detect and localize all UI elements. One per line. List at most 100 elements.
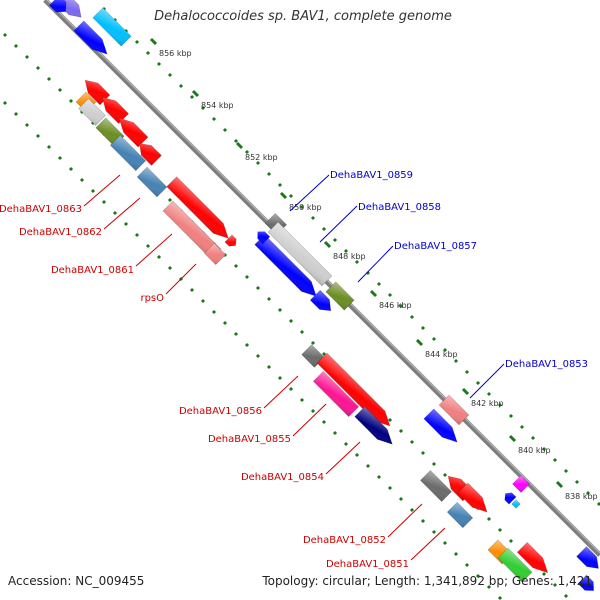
tick-dot [420, 325, 426, 331]
gene-rev-salmon-small[interactable] [203, 242, 227, 266]
gene-label-0859-leader [289, 174, 330, 212]
gene-fwd-lightgray-shading [268, 222, 332, 286]
gene-label-0851[interactable]: DehaBAV1_0851 [326, 559, 409, 570]
gene-top-blue-small[interactable] [48, 0, 70, 17]
gene-rev-steelblue[interactable] [109, 134, 147, 172]
tick-dot [398, 303, 404, 309]
tick-dot [453, 551, 459, 557]
tick-dot [530, 435, 536, 441]
gene-low-red-2-shading [458, 483, 488, 513]
tick-dot [442, 540, 448, 546]
gene-bottom-green[interactable] [497, 547, 533, 583]
kbp-tick-label: 852 kbp [245, 153, 278, 162]
gene-top-cyan[interactable] [92, 7, 132, 47]
gene-rev-red-long[interactable] [166, 176, 233, 243]
gene-label-rpso[interactable]: rpsO [140, 293, 164, 304]
gene-top-blue-shading [73, 20, 108, 55]
gene-label-0861-leader [135, 233, 173, 267]
tick-dot [13, 43, 19, 49]
gene-label-0857[interactable]: DehaBAV1_0857 [394, 241, 477, 252]
gene-small-magenta[interactable] [512, 475, 530, 493]
gene-mid-navy[interactable] [354, 406, 397, 449]
tick-dot [57, 87, 63, 93]
gene-small-blue[interactable] [502, 490, 517, 505]
gene-rpso[interactable] [224, 234, 239, 249]
tick-dot [475, 380, 481, 386]
tick-dot [101, 6, 107, 12]
gene-bottom-red[interactable] [516, 541, 552, 577]
topology-value: circular [322, 574, 367, 588]
gene-fwd-blue-tiny[interactable] [254, 228, 271, 245]
tick-dot [409, 439, 415, 445]
gene-right-blue[interactable] [423, 408, 462, 447]
gene-label-0852[interactable]: DehaBAV1_0852 [303, 535, 386, 546]
gene-label-0859[interactable]: DehaBAV1_0859 [330, 170, 413, 181]
gene-rev-gray[interactable] [78, 98, 106, 126]
tick-dot [233, 331, 239, 337]
tick-dot [376, 474, 382, 480]
gene-top-blue[interactable] [73, 20, 112, 59]
gene-low-steelblue[interactable] [446, 501, 474, 529]
gene-mid-pink[interactable] [312, 370, 360, 418]
gene-label-0858-leader [319, 205, 358, 243]
gene-mid-pink-shading [313, 371, 359, 417]
tick-dot [574, 479, 580, 485]
gene-fwd-olive[interactable] [325, 281, 355, 311]
gene-fwd-blue-long-shading [254, 234, 317, 297]
gene-rev-red-4-shading [139, 143, 162, 166]
gene-rev-red-4[interactable] [135, 139, 162, 166]
accession-value: NC_009455 [75, 574, 145, 588]
tick-dot [156, 254, 162, 260]
tick-dot [189, 94, 195, 100]
gene-fwd-blue-short[interactable] [309, 289, 335, 315]
tick-dot [79, 109, 85, 115]
gene-bottom-blue-2[interactable] [577, 574, 598, 595]
gene-label-0863[interactable]: DehaBAV1_0863 [0, 204, 82, 215]
gene-label-0855-leader [292, 403, 327, 437]
gene-bottom-red-shading [517, 542, 548, 573]
label-leader-lines [83, 174, 505, 561]
tick-dot [112, 17, 118, 23]
gene-low-gray[interactable] [420, 470, 452, 502]
tick-dot [167, 72, 173, 78]
tick-dot [299, 204, 305, 210]
gene-top-cyan-shading [92, 7, 132, 47]
tick-dot [453, 358, 459, 364]
gene-label-0861[interactable]: DehaBAV1_0861 [51, 265, 134, 276]
gene-low-red-2[interactable] [457, 482, 492, 517]
gene-rev-red-3[interactable] [114, 113, 149, 148]
tick-dot [541, 446, 547, 452]
tick-dot [299, 329, 305, 335]
tick-dot [167, 265, 173, 271]
gene-label-0858[interactable]: DehaBAV1_0858 [358, 202, 441, 213]
tick-dot [508, 413, 514, 419]
major-tick [415, 338, 424, 347]
gene-label-0853[interactable]: DehaBAV1_0853 [505, 359, 588, 370]
tick-dot [288, 318, 294, 324]
gene-label-0856[interactable]: DehaBAV1_0856 [179, 406, 262, 417]
gene-bottom-blue[interactable] [576, 546, 600, 574]
topology-label: Topology: [262, 574, 323, 588]
gene-small-cyan[interactable] [511, 499, 521, 509]
tick-dot [486, 391, 492, 397]
gene-label-0862[interactable]: DehaBAV1_0862 [19, 227, 102, 238]
gene-label-0856-leader [263, 375, 299, 409]
major-tick [461, 387, 470, 396]
gene-label-0862-leader [103, 197, 141, 230]
gene-top-purple-shading [57, 0, 82, 18]
tick-dot [68, 166, 74, 172]
gene-fwd-blue-long[interactable] [254, 234, 321, 301]
gene-fwd-lightgray[interactable] [267, 221, 333, 287]
tick-dot [497, 527, 503, 533]
tick-dot [431, 461, 437, 467]
gene-rev-steelblue-2[interactable] [136, 166, 168, 198]
gene-right-salmon[interactable] [438, 394, 470, 426]
tick-dot [222, 320, 228, 326]
gene-label-0855[interactable]: DehaBAV1_0855 [208, 434, 291, 445]
kbp-tick-label: 844 kbp [425, 350, 458, 359]
gene-label-0854[interactable]: DehaBAV1_0854 [241, 472, 324, 483]
gene-mid-red[interactable] [316, 352, 395, 431]
tick-dot [35, 65, 41, 71]
tick-dot [244, 149, 250, 155]
